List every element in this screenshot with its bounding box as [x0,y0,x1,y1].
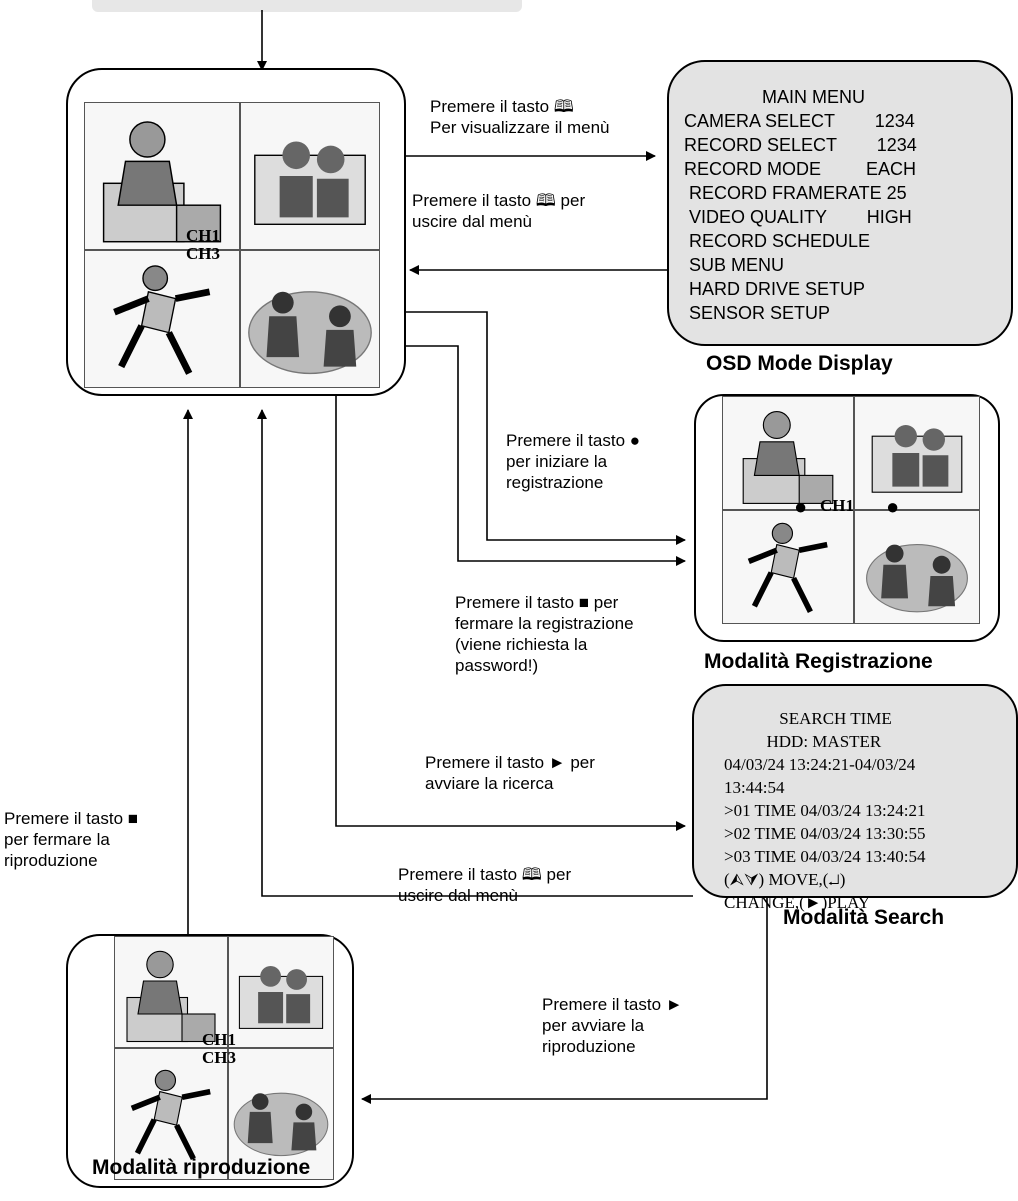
play-camera-1-thumbnail [114,936,228,1048]
search-hdd-label: HDD: MASTER [724,732,882,751]
play-ch3-label: CH3 [202,1048,236,1067]
search-range-line-2: 13:44:54 [724,778,785,797]
arrow-stop-rec [382,345,686,566]
osd-menu-item-camera-select[interactable]: CAMERA SELECT 1234 [684,111,915,131]
osd-menu-item-video-quality[interactable]: VIDEO QUALITY HIGH [684,207,912,227]
play-camera-4-thumbnail [228,1048,334,1180]
instruction-stop-playback: Premere il tasto ■ per fermare la riprod… [4,809,139,870]
search-title: SEARCH TIME [724,709,892,728]
osd-mode-title: OSD Mode Display [706,352,893,375]
osd-menu-item-sub-menu[interactable]: SUB MENU [684,255,785,275]
search-entry-03[interactable]: >03 TIME 04/03/24 13:40:54 [724,847,926,866]
search-entry-01[interactable]: >01 TIME 04/03/24 13:24:21 [724,801,926,820]
play-camera-3-thumbnail [114,1048,228,1180]
instruction-show-menu: Premere il tasto 🕮 Per visualizzare il m… [430,97,610,137]
rec-camera-2-thumbnail [854,396,980,510]
rec-dot-left-icon: ● [794,494,808,519]
main-ch3-label: CH3 [186,244,220,263]
osd-menu-item-sensor-setup[interactable]: SENSOR SETUP [684,303,831,323]
osd-menu-item-hard-drive-setup[interactable]: HARD DRIVE SETUP [684,279,866,299]
rec-dot-right-icon: ● [886,494,900,519]
osd-menu-item-record-framerate[interactable]: RECORD FRAMERATE 25 [684,183,907,203]
instruction-exit-search: Premere il tasto 🕮 per uscire dal menù [398,865,572,905]
osd-menu-item-record-select[interactable]: RECORD SELECT 1234 [684,135,917,155]
arrow-exit-search [257,409,693,897]
source-box [92,0,522,12]
camera-1-thumbnail [84,102,240,250]
osd-menu-title: MAIN MENU [762,87,865,107]
play-ch1-label: CH1 [202,1030,236,1049]
osd-menu-item-record-schedule[interactable]: RECORD SCHEDULE [684,231,871,251]
camera-4-thumbnail [240,250,380,388]
instruction-start-search: Premere il tasto ► per avviare la ricerc… [425,753,595,793]
search-entry-02[interactable]: >02 TIME 04/03/24 13:30:55 [724,824,926,843]
main-ch1-label: CH1 [186,226,220,245]
search-help-line-1: (⮙⮛) MOVE,(↵) [724,870,846,889]
arrow-start-rec [382,311,686,545]
playback-mode-title: Modalità riproduzione [92,1156,311,1179]
search-menu-box [692,684,1018,898]
arrow-to-search [335,382,686,831]
osd-menu-item-record-mode[interactable]: RECORD MODE EACH [684,159,917,179]
instruction-start-recording: Premere il tasto ● per iniziare la regis… [506,431,641,492]
camera-3-thumbnail [84,250,240,388]
search-mode-title: Modalità Search [783,906,945,929]
play-camera-2-thumbnail [228,936,334,1048]
rec-camera-4-thumbnail [854,510,980,624]
arrow-start-play [361,878,768,1104]
rec-camera-3-thumbnail [722,510,854,624]
instruction-start-playback: Premere il tasto ► per avviare la riprod… [542,995,683,1056]
camera-2-thumbnail [240,102,380,250]
rec-camera-1-thumbnail [722,396,854,510]
osd-menu-box [667,60,1013,346]
instruction-stop-recording: Premere il tasto ■ per fermare la regist… [455,593,634,675]
instruction-exit-menu: Premere il tasto 🕮 per uscire dal menù [412,191,586,231]
search-help-line-2: CHANGE,(►)PLAY [724,893,871,912]
recording-mode-title: Modalità Registrazione [704,650,933,673]
rec-ch1-label: CH1 [820,496,854,515]
search-range-line-1: 04/03/24 13:24:21-04/03/24 [724,755,916,774]
